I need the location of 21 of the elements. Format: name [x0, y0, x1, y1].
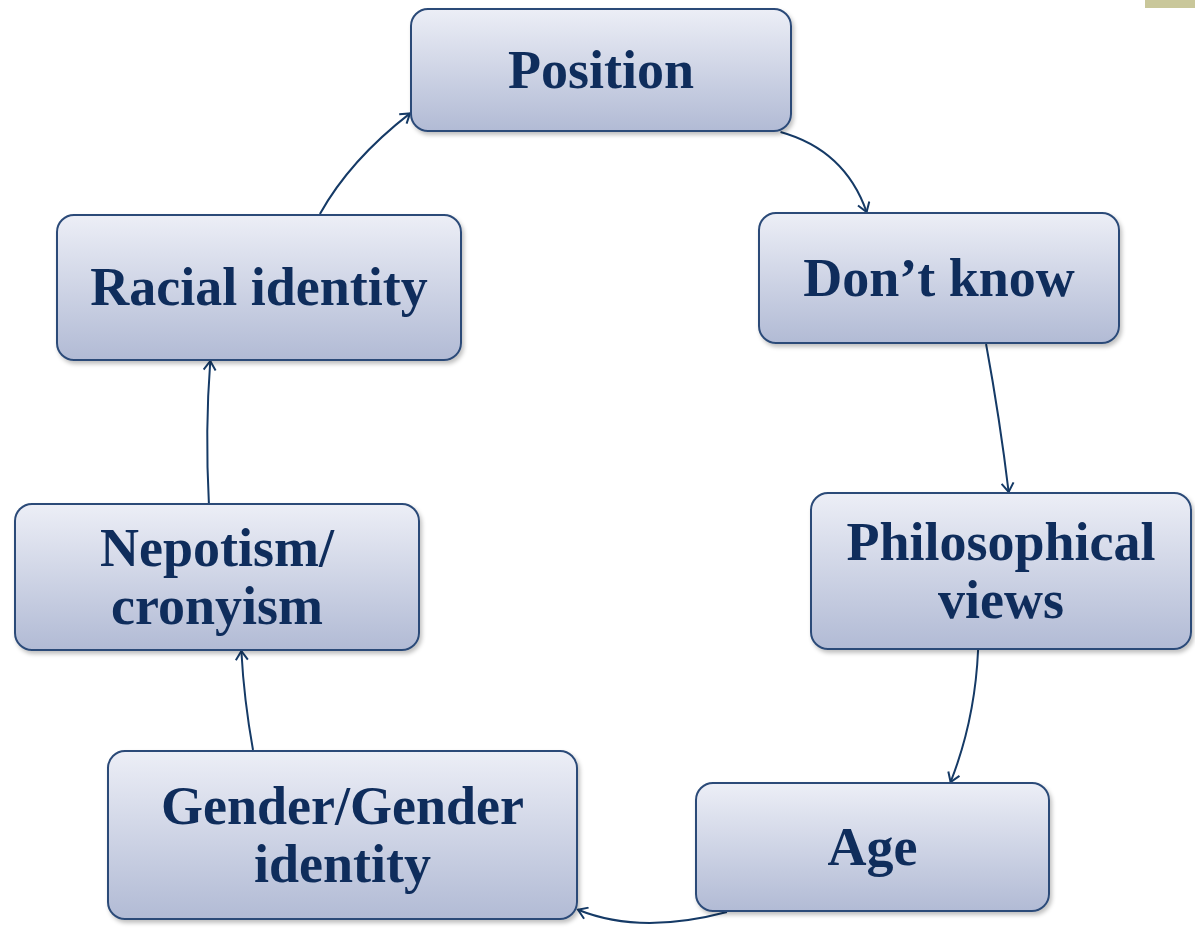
curved-arrow: [234, 650, 254, 751]
curved-arrow: [577, 906, 728, 924]
rounded-box: [107, 750, 578, 920]
rounded-box: [56, 214, 462, 361]
curved-arrow: [318, 112, 411, 215]
rounded-box: [410, 8, 792, 132]
rounded-box: [695, 782, 1050, 912]
rounded-box: [810, 492, 1192, 650]
rounded-box: [758, 212, 1120, 344]
box-label: Position: [508, 40, 694, 100]
rounded-box: [14, 503, 420, 651]
curved-arrow: [779, 131, 870, 213]
curved-arrow: [202, 360, 217, 504]
box-label: Age: [827, 817, 918, 877]
box-label: Nepotism/ cronyism: [99, 518, 336, 636]
box-label: Don’t know: [803, 248, 1075, 308]
box-label: Philosophical views: [845, 512, 1157, 630]
curved-arrow: [985, 343, 1015, 493]
box-label: Racial identity: [90, 258, 428, 317]
curved-arrow: [947, 649, 980, 783]
box-label: Gender/Gender identity: [160, 776, 525, 894]
